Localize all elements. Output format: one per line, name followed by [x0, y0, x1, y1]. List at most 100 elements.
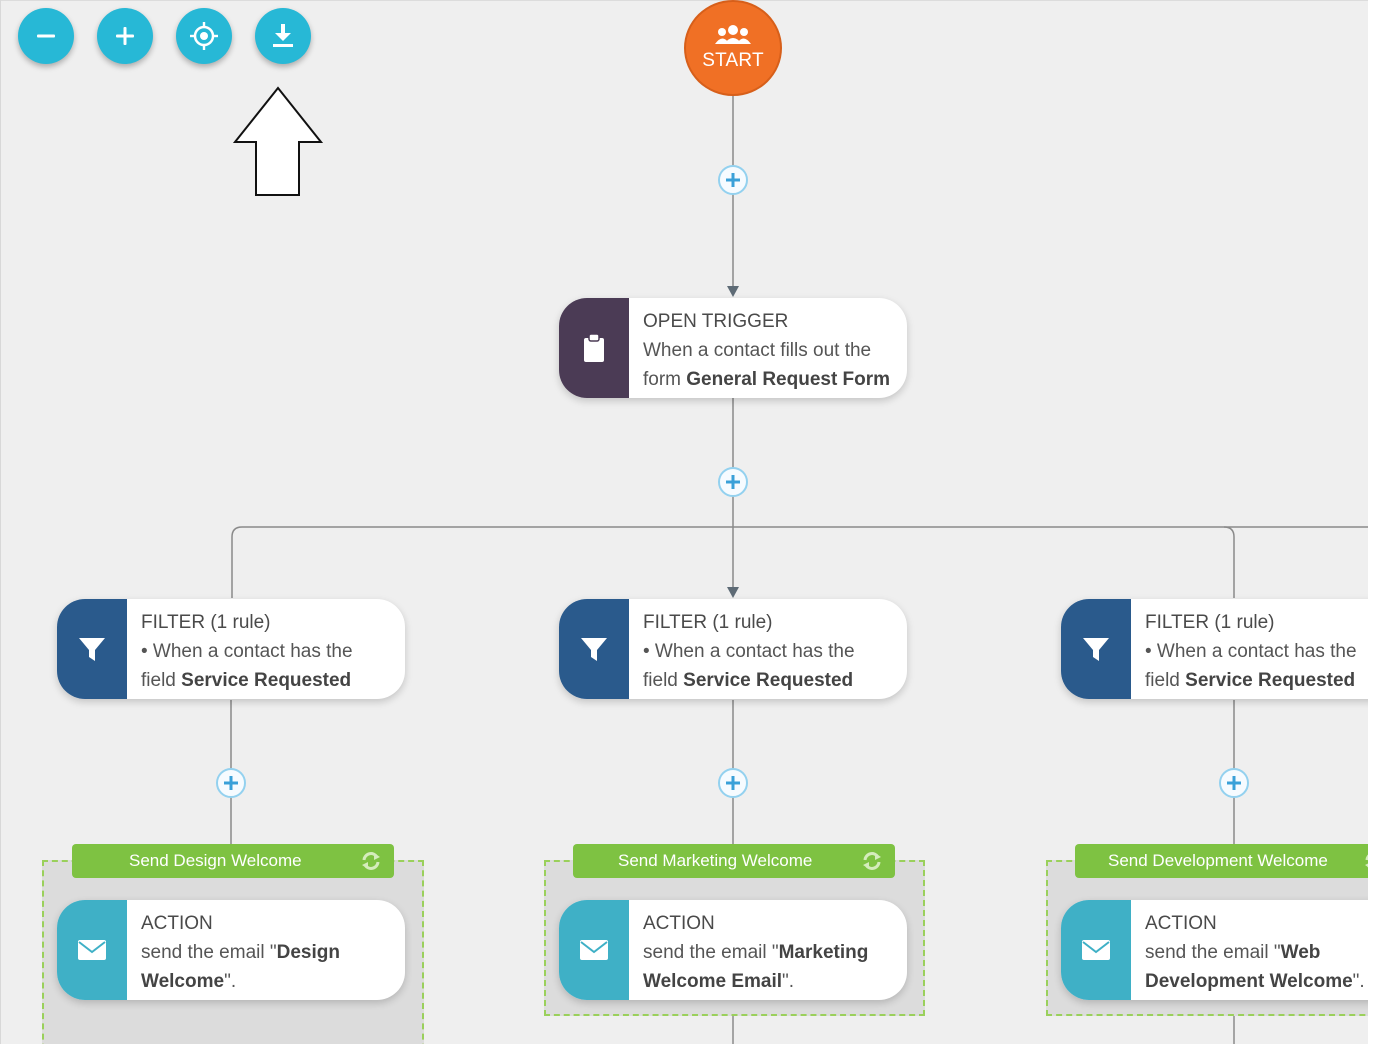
action-prefix: send the email ": [141, 942, 277, 963]
trigger-card[interactable]: OPEN TRIGGER When a contact fills out th…: [559, 298, 907, 398]
plus-icon: [726, 776, 740, 790]
action-group-name: Send Marketing Welcome: [618, 851, 813, 870]
plus-icon: [116, 27, 134, 45]
crosshair-icon: [190, 22, 218, 50]
trigger-prefix: form: [643, 369, 687, 390]
trigger-line2: form General Request Form: [643, 365, 899, 394]
action-line2: Welcome Email".: [643, 967, 899, 996]
trigger-line1: When a contact fills out the: [643, 340, 872, 361]
action-email-name: Web: [1280, 942, 1321, 963]
filter-icon-panel: [1061, 599, 1131, 699]
add-step-button[interactable]: [718, 165, 748, 195]
action-group-header[interactable]: Send Design Welcome: [72, 844, 394, 878]
zoom-out-button[interactable]: [18, 8, 74, 64]
action-prefix: send the email ": [1145, 942, 1281, 963]
envelope-icon: [1082, 940, 1110, 960]
trigger-type: OPEN TRIGGER: [643, 311, 789, 332]
start-label: START: [702, 50, 764, 71]
filter-title: FILTER (1 rule): [1145, 612, 1275, 633]
envelope-icon: [78, 940, 106, 960]
action-email-name: Welcome Email: [643, 971, 783, 992]
filter-icon: [1083, 638, 1109, 661]
add-step-button[interactable]: [216, 768, 246, 798]
action-text: ACTION send the email "Design Welcome".: [141, 909, 397, 996]
action-line1: send the email "Web: [1145, 938, 1368, 967]
action-group-name: Send Design Welcome: [129, 851, 302, 870]
action-email-name: Welcome: [141, 971, 225, 992]
action-suffix: ".: [224, 971, 237, 992]
filter-prefix: field: [1145, 670, 1186, 691]
action-suffix: ".: [1352, 971, 1365, 992]
trigger-form-name: General Request Form: [686, 369, 891, 390]
divider: [0, 0, 1368, 1]
action-title: ACTION: [141, 913, 213, 934]
zoom-in-button[interactable]: [97, 8, 153, 64]
action-icon-panel: [1061, 900, 1131, 1000]
filter-title: FILTER (1 rule): [141, 612, 271, 633]
right-edge-panel: [1368, 0, 1382, 1044]
clipboard-icon: [584, 333, 604, 362]
action-group-header[interactable]: Send Development Welcome: [1075, 844, 1368, 878]
action-card[interactable]: ACTION send the email "Marketing Welcome…: [559, 900, 907, 1000]
action-icon-panel: [57, 900, 127, 1000]
action-text: ACTION send the email "Web Development W…: [1145, 909, 1368, 996]
filter-prefix: field: [141, 670, 182, 691]
filter-line2: field Service Requested: [141, 666, 397, 695]
up-arrow-annotation: [232, 86, 324, 196]
filter-line2: field Service Requested: [643, 666, 899, 695]
filter-line2: field Service Requested: [1145, 666, 1368, 695]
action-title: ACTION: [643, 913, 715, 934]
add-step-button[interactable]: [718, 768, 748, 798]
action-email-name: Marketing: [778, 942, 869, 963]
plus-icon: [726, 173, 740, 187]
action-line2: Development Welcome".: [1145, 967, 1368, 996]
action-group-header[interactable]: Send Marketing Welcome: [573, 844, 895, 878]
action-icon-panel: [559, 900, 629, 1000]
action-suffix: ".: [782, 971, 795, 992]
add-step-button[interactable]: [718, 467, 748, 497]
filter-text: FILTER (1 rule) • When a contact has the…: [643, 608, 899, 695]
envelope-icon: [580, 940, 608, 960]
minus-icon: [37, 34, 55, 38]
filter-line1: • When a contact has the: [1145, 641, 1357, 662]
action-email-name: Development Welcome: [1145, 971, 1353, 992]
download-button[interactable]: [255, 8, 311, 64]
filter-field: Service Requested: [1185, 670, 1356, 691]
filter-field: Service Requested: [181, 670, 352, 691]
filter-prefix: field: [643, 670, 684, 691]
filter-text: FILTER (1 rule) • When a contact has the…: [1145, 608, 1368, 695]
action-email-name: Design: [276, 942, 340, 963]
trigger-icon-panel: [559, 298, 629, 398]
plus-icon: [224, 776, 238, 790]
plus-icon: [726, 475, 740, 489]
action-prefix: send the email ": [643, 942, 779, 963]
center-view-button[interactable]: [176, 8, 232, 64]
action-card[interactable]: ACTION send the email "Design Welcome".: [57, 900, 405, 1000]
filter-icon: [79, 638, 105, 661]
action-card[interactable]: ACTION send the email "Web Development W…: [1061, 900, 1368, 1000]
filter-card[interactable]: FILTER (1 rule) • When a contact has the…: [57, 599, 405, 699]
start-node[interactable]: START: [684, 0, 782, 96]
filter-line1: • When a contact has the: [643, 641, 855, 662]
divider: [0, 0, 1, 1044]
filter-field: Service Requested: [683, 670, 854, 691]
filter-icon-panel: [559, 599, 629, 699]
filter-card[interactable]: FILTER (1 rule) • When a contact has the…: [559, 599, 907, 699]
action-line1: send the email "Marketing: [643, 938, 899, 967]
action-title: ACTION: [1145, 913, 1217, 934]
download-icon: [273, 24, 293, 47]
action-line2: Welcome".: [141, 967, 397, 996]
action-text: ACTION send the email "Marketing Welcome…: [643, 909, 899, 996]
action-line1: send the email "Design: [141, 938, 397, 967]
filter-icon: [581, 638, 607, 661]
sync-icon[interactable]: [861, 850, 883, 872]
filter-card[interactable]: FILTER (1 rule) • When a contact has the…: [1061, 599, 1368, 699]
trigger-text: OPEN TRIGGER When a contact fills out th…: [643, 307, 899, 394]
sync-icon[interactable]: [360, 850, 382, 872]
sync-icon[interactable]: [1363, 850, 1368, 872]
filter-text: FILTER (1 rule) • When a contact has the…: [141, 608, 397, 695]
plus-icon: [1227, 776, 1241, 790]
filter-title: FILTER (1 rule): [643, 612, 773, 633]
add-step-button[interactable]: [1219, 768, 1249, 798]
